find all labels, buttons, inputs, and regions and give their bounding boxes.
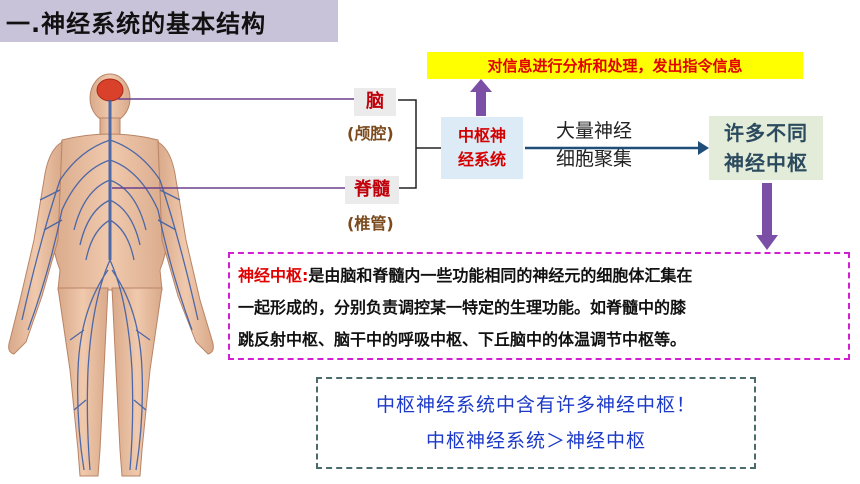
many-nerve-centers-box: 许多不同 神经中枢 [709, 116, 823, 180]
cns-line2: 经系统 [457, 150, 506, 169]
definition-term: 神经中枢: [238, 266, 309, 285]
definition-line1-text: 是由脑和脊髓内一些功能相同的神经元的细胞体汇集在 [308, 266, 693, 285]
skull-cavity-label: (颅腔) [347, 124, 394, 143]
body-silhouette [8, 73, 214, 477]
definition-line2: 一起形成的，分别负责调控某一特定的生理功能。如脊髓中的膝 [238, 298, 687, 317]
brain-label: 脑 [366, 91, 384, 112]
summary-line2: 中枢神经系统＞神经中枢 [425, 430, 646, 452]
page-title: 一.神经系统的基本结构 [6, 10, 267, 38]
summary-box: 中枢神经系统中含有许多神经中枢！ 中枢神经系统＞神经中枢 [316, 377, 756, 469]
many-line2: 神经中枢 [724, 151, 808, 175]
bracket [398, 99, 441, 189]
cell-aggregation-label: 大量神经 细胞聚集 [556, 117, 632, 173]
arrow-down-to-definition [756, 183, 778, 250]
vertebral-canal-label: (椎管) [347, 214, 394, 233]
title-bar [0, 0, 338, 42]
definition-line1: 神经中枢:是由脑和脊髓内一些功能相同的神经元的细胞体汇集在 [238, 260, 840, 292]
many-line1: 许多不同 [724, 121, 808, 145]
brain-label-box: 脑 [354, 88, 396, 116]
central-nervous-system-box: 中枢神 经系统 [441, 117, 523, 179]
function-label: 对信息进行分析和处理，发出指令信息 [487, 57, 743, 75]
arrow-up-to-function [470, 79, 492, 116]
spinal-cord-label-box: 脊髓 [345, 176, 399, 204]
cns-line1: 中枢神 [457, 126, 506, 145]
definition-box: 神经中枢:是由脑和脊髓内一些功能相同的神经元的细胞体汇集在 一起形成的，分别负责… [228, 252, 850, 360]
cells-line2: 细胞聚集 [556, 148, 633, 170]
summary-line1: 中枢神经系统中含有许多神经中枢！ [375, 394, 696, 416]
spinal-cord-label: 脊髓 [354, 179, 390, 200]
arrow-right-to-centers [525, 141, 709, 155]
human-nervous-system-illustration [8, 73, 214, 477]
cells-line1: 大量神经 [556, 120, 633, 142]
definition-line3: 跳反射中枢、脑干中的呼吸中枢、下丘脑中的体温调节中枢等。 [238, 330, 687, 349]
function-label-box: 对信息进行分析和处理，发出指令信息 [427, 52, 803, 79]
nerve-network [21, 100, 199, 471]
